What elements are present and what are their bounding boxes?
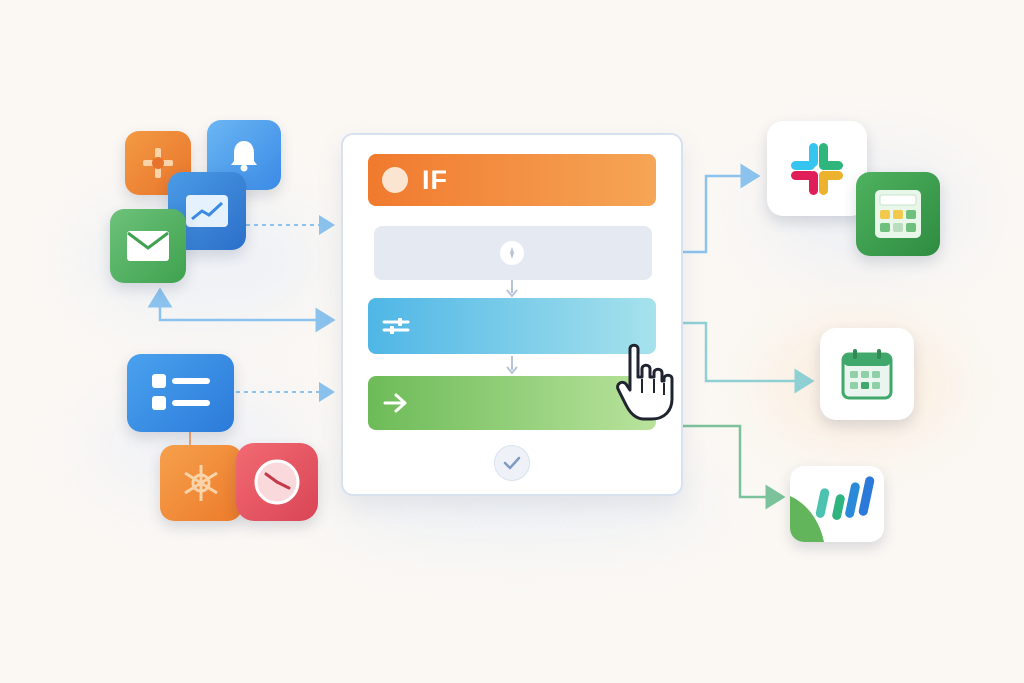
check-icon — [503, 456, 521, 470]
plus-node-icon — [500, 241, 524, 265]
empty-step[interactable] — [374, 226, 652, 280]
condition-label: IF — [422, 165, 448, 195]
workflow-panel: IF — [341, 133, 683, 496]
bar-chart-icon — [790, 476, 875, 542]
action-step[interactable] — [368, 376, 656, 430]
chart-icon — [186, 195, 228, 227]
connector-panel-to-barchart — [681, 424, 786, 510]
bug-app-tile[interactable] — [160, 445, 242, 521]
list-icon — [151, 374, 210, 410]
calculator-app-tile[interactable] — [856, 172, 940, 256]
connector-mail-to-panel — [158, 290, 336, 333]
complete-step[interactable] — [494, 445, 530, 481]
step-connector-arrow-icon — [506, 280, 518, 298]
puzzle-icon — [143, 148, 173, 178]
filter-step[interactable] — [368, 298, 656, 354]
bar-chart-app-tile[interactable] — [790, 466, 884, 542]
bell-icon — [231, 141, 257, 172]
slack-app-tile[interactable] — [767, 121, 867, 216]
arrow-right-icon — [383, 393, 407, 413]
bug-icon — [184, 465, 218, 501]
filter-icon — [382, 318, 410, 334]
hand-cursor-icon — [616, 343, 674, 421]
mail-app-tile[interactable] — [110, 209, 186, 283]
slack-icon — [791, 142, 843, 195]
list-app-tile[interactable] — [127, 354, 234, 432]
condition-step[interactable]: IF — [368, 154, 656, 206]
calendar-app-tile[interactable] — [820, 328, 914, 420]
clock-app-tile[interactable] — [236, 443, 318, 521]
calculator-icon — [875, 190, 921, 238]
clock-icon — [254, 459, 300, 505]
condition-dot-icon — [382, 167, 408, 193]
connector-panel-to-calendar — [681, 321, 815, 394]
connector-panel-to-slack — [681, 163, 761, 254]
mail-icon — [127, 231, 169, 261]
calendar-icon — [841, 349, 893, 400]
step-connector-arrow-icon — [506, 356, 518, 375]
